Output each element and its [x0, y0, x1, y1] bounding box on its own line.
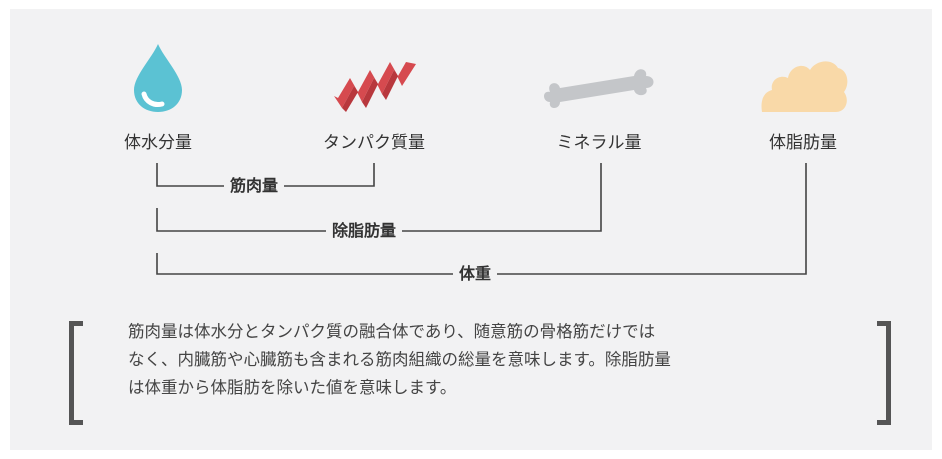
- bone-icon: [544, 69, 654, 108]
- component-label-protein: タンパク質量: [323, 133, 425, 153]
- water-drop-icon: [134, 44, 182, 112]
- protein-ribbon-icon: [334, 62, 416, 112]
- component-label-mineral: ミネラル量: [556, 133, 642, 153]
- group-label-weight: 体重: [453, 264, 498, 284]
- fat-blob-icon: [761, 61, 848, 112]
- left-bracket: [69, 321, 83, 425]
- description-text: 筋肉量は体水分とタンパク質の融合体であり、随意筋の骨格筋だけでは なく、内臓筋や…: [128, 318, 858, 402]
- description-line: は体重から体脂肪を除いた値を意味します。: [128, 378, 457, 397]
- component-label-fat: 体脂肪量: [769, 133, 837, 153]
- description-line: 筋肉量は体水分とタンパク質の融合体であり、随意筋の骨格筋だけでは: [128, 322, 656, 341]
- right-bracket: [877, 321, 891, 425]
- component-label-water: 体水分量: [124, 133, 192, 153]
- description-line: なく、内臓筋や心臓筋も含まれる筋肉組織の総量を意味します。除脂肪量: [128, 350, 671, 369]
- group-label-lean: 除脂肪量: [326, 221, 403, 241]
- group-label-muscle: 筋肉量: [224, 176, 285, 196]
